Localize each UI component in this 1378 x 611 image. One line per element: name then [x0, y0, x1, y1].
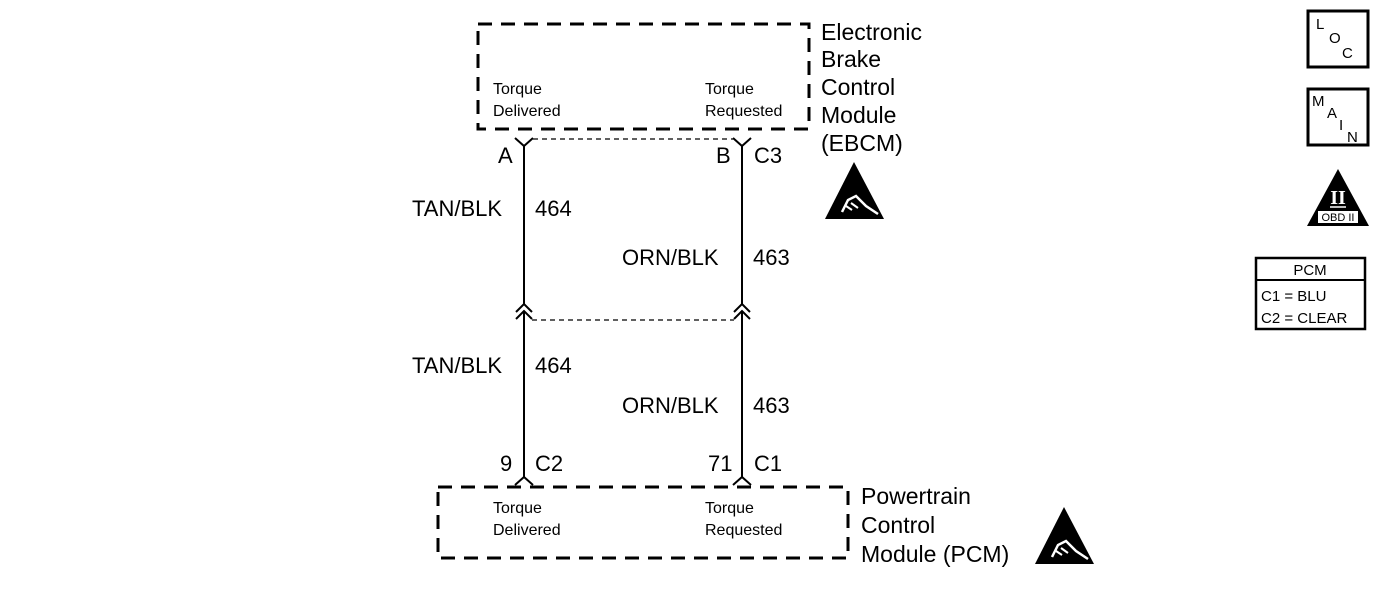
wire-left-circuit-upper: 464: [535, 196, 572, 221]
pcm-pin-left-id: 9: [500, 451, 512, 476]
esd-sensitive-icon: [825, 162, 884, 219]
wire-left-circuit-lower: 464: [535, 353, 572, 378]
pcm-connector-legend: PCM C1 = BLU C2 = CLEAR: [1254, 256, 1367, 331]
pcm-legend-title: PCM: [1293, 262, 1326, 279]
svg-text:I: I: [1339, 117, 1343, 134]
pcm-legend-row: C2 = CLEAR: [1261, 310, 1347, 327]
svg-text:II: II: [1330, 187, 1346, 209]
svg-text:O: O: [1329, 30, 1341, 47]
pcm-pin-right-connector: C1: [754, 451, 782, 476]
pcm-legend-row: C1 = BLU: [1261, 288, 1326, 305]
svg-text:A: A: [1327, 105, 1337, 122]
wire-right-color-lower: ORN/BLK: [622, 393, 719, 418]
obd-ii-icon: II OBD II: [1307, 169, 1369, 226]
wire-right-circuit-upper: 463: [753, 245, 790, 270]
ebcm-connector-a: [514, 137, 534, 148]
pcm-pin-left-label: Torque Delivered: [493, 500, 561, 539]
wire-left-color-upper: TAN/BLK: [412, 196, 502, 221]
pcm-pin-right-id: 71: [708, 451, 732, 476]
pcm-connector-9: [514, 475, 534, 486]
wire-right-color-upper: ORN/BLK: [622, 245, 719, 270]
pcm-pin-right-label: Torque Requested: [705, 500, 782, 539]
main-symbol: M A I N: [1306, 87, 1370, 147]
pcm-module-name: Powertrain Control Module (PCM): [861, 483, 1009, 567]
ebcm-module-name: Electronic Brake Control Module (EBCM): [821, 19, 928, 156]
wire-right-circuit-lower: 463: [753, 393, 790, 418]
ebcm-pin-left-id: A: [498, 143, 513, 168]
svg-text:C: C: [1342, 45, 1353, 62]
ebcm-connector-id: C3: [754, 143, 782, 168]
wire-left-color-lower: TAN/BLK: [412, 353, 502, 378]
svg-text:OBD II: OBD II: [1321, 212, 1354, 224]
ebcm-pin-left-label: Torque Delivered: [493, 81, 561, 120]
svg-text:L: L: [1316, 16, 1324, 33]
pcm-module-box: [436, 485, 850, 560]
pcm-connector-71: [732, 475, 752, 486]
svg-text:M: M: [1312, 93, 1325, 110]
ebcm-pin-right-label: Torque Requested: [705, 81, 782, 120]
ebcm-pin-right-id: B: [716, 143, 731, 168]
svg-text:N: N: [1347, 129, 1358, 146]
ebcm-module-box: [476, 22, 811, 131]
loc-symbol: L O C: [1306, 9, 1370, 69]
ebcm-connector-b: [732, 137, 752, 148]
pcm-pin-left-connector: C2: [535, 451, 563, 476]
esd-sensitive-icon: [1035, 507, 1094, 564]
